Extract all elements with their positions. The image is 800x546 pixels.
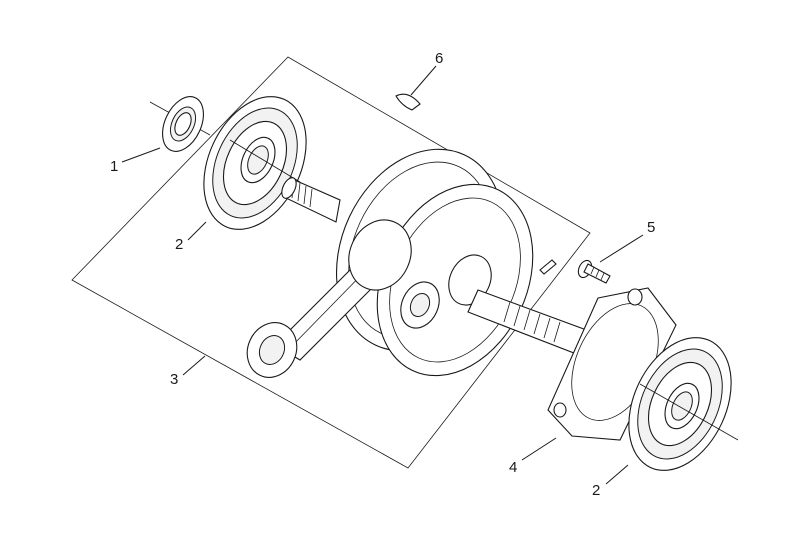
- callout-3: 3: [170, 371, 178, 388]
- right-bearing-part: [628, 337, 739, 471]
- left-bearing-part: [203, 96, 307, 230]
- screw-part: [577, 259, 611, 284]
- woodruff-key-part: [395, 93, 421, 111]
- crankshaft-left-shaft: [281, 177, 341, 223]
- bearing-housing-part: [547, 287, 677, 441]
- oil-seal-part: [149, 96, 211, 152]
- leader-line-5: [599, 234, 644, 263]
- crankshaft-assembly-outline: [71, 56, 591, 469]
- callout-5: 5: [647, 219, 655, 236]
- callout-4: 4: [509, 459, 517, 476]
- leader-line-2a: [187, 221, 207, 241]
- leader-line-2b: [605, 464, 629, 485]
- leader-line-4: [521, 437, 557, 461]
- callout-2-right: 2: [592, 482, 600, 499]
- leader-line-6: [410, 65, 437, 96]
- callout-6: 6: [435, 50, 443, 67]
- leader-line-1: [121, 147, 161, 163]
- dowel-pin: [539, 259, 557, 275]
- callout-1: 1: [110, 158, 118, 175]
- connecting-rod: [246, 219, 412, 378]
- callout-2-left: 2: [175, 236, 183, 253]
- leader-line-3: [182, 355, 206, 376]
